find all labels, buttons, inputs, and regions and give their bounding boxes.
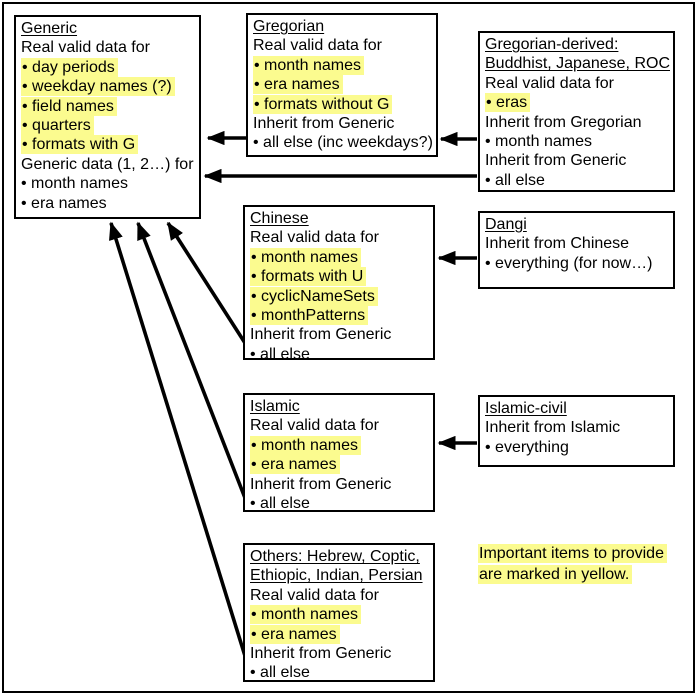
box-line: • all else [250, 495, 310, 513]
box-line: Generic [21, 20, 78, 37]
box-line: Chinese [250, 210, 309, 227]
box-line: • era names [21, 194, 107, 212]
box-line: • field names [21, 96, 195, 116]
box-line: Real valid data for [21, 39, 150, 57]
box-line: • all else [250, 345, 310, 363]
box-line: • day periods [21, 57, 195, 77]
box-line: • everything [485, 438, 569, 456]
box-line: • era names [250, 624, 429, 644]
box-line: Islamic [250, 398, 300, 415]
box-line: • all else [485, 171, 545, 189]
box-line: Gregorian-derived: [485, 36, 619, 53]
box-gregorian-derived: Gregorian-derived: Buddhist, Japanese, RO… [478, 31, 675, 192]
legend-note-line: are marked in yellow. [478, 564, 692, 585]
box-line: Others: Hebrew, Coptic, [250, 548, 420, 565]
box-line: Islamic-civil [485, 400, 567, 417]
box-line: Real valid data for [250, 586, 379, 604]
box-line: • everything (for now…) [485, 254, 653, 272]
box-line: • month names [253, 55, 432, 75]
box-line: • era names [250, 455, 429, 475]
box-line: • all else (inc weekdays?) [253, 134, 433, 152]
box-line: Gregorian [253, 18, 325, 35]
box-line: Buddhist, Japanese, ROC [485, 55, 670, 73]
box-line: Inherit from Generic [485, 152, 627, 170]
box-line: • quarters [21, 116, 195, 136]
box-line: • monthPatterns [250, 306, 429, 326]
box-line: Generic data (1, 2…) for [21, 155, 194, 173]
box-line: Inherit from Islamic [485, 419, 621, 437]
box-line: • month names [485, 133, 592, 151]
box-line: Real valid data for [253, 37, 382, 55]
box-line: Inherit from Generic [250, 475, 392, 493]
box-line: • cyclicNameSets [250, 286, 429, 306]
box-line: • month names [250, 605, 429, 625]
box-line: Dangi [485, 216, 527, 233]
box-line: • weekday names (?) [21, 77, 195, 97]
box-line: Real valid data for [485, 74, 614, 92]
box-line: • month names [21, 175, 128, 193]
box-line: Inherit from Generic [253, 115, 395, 133]
box-others: Others: Hebrew, Coptic, Ethiopic, Indian,… [243, 543, 435, 682]
box-line: • formats with G [21, 135, 195, 155]
box-line: Ethiopic, Indian, Persian [250, 567, 423, 585]
box-line: • era names [253, 75, 432, 95]
box-line: Real valid data for [250, 229, 379, 247]
box-line: Inherit from Gregorian [485, 113, 642, 131]
legend-note-line: Important items to provide [478, 543, 692, 564]
box-line: • all else [250, 664, 310, 682]
box-line: Inherit from Generic [250, 326, 392, 344]
box-line: Inherit from Generic [250, 645, 392, 663]
box-line: • eras [485, 93, 669, 113]
box-line: Inherit from Chinese [485, 235, 630, 253]
box-line: • month names [250, 247, 429, 267]
box-line: • formats with U [250, 267, 429, 287]
box-line: Real valid data for [250, 417, 379, 435]
box-line: • formats without G [253, 94, 432, 114]
box-line: • month names [250, 435, 429, 455]
